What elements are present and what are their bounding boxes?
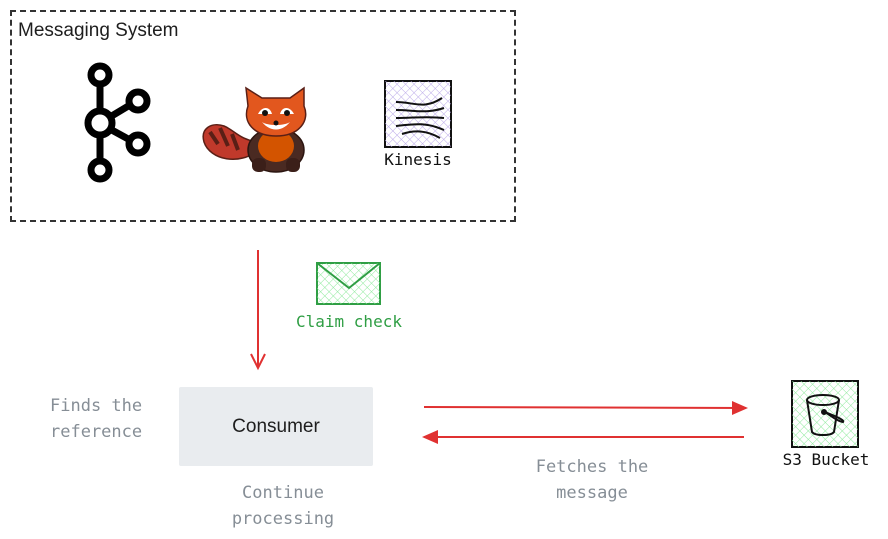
finds-reference-line-1: Finds the <box>50 396 143 416</box>
kinesis-icon <box>384 80 452 148</box>
s3-bucket-label: S3 Bucket <box>782 450 870 469</box>
continue-processing-line-1: Continue <box>242 483 324 503</box>
messaging-system-group <box>10 10 516 222</box>
finds-reference-line-2: reference <box>50 422 143 442</box>
kinesis-label: Kinesis <box>384 150 452 169</box>
finds-reference-note: Finds the reference <box>50 393 150 445</box>
continue-processing-line-2: processing <box>231 509 335 529</box>
claim-check-label: Claim check <box>296 312 402 331</box>
response-arrow <box>422 430 744 444</box>
consumer-label: Consumer <box>232 415 320 437</box>
claim-check-arrow <box>250 250 266 371</box>
kafka-logo-icon <box>84 62 151 183</box>
fetches-message-line-1: Fetches the <box>535 457 649 477</box>
s3-bucket-icon <box>791 380 859 448</box>
redpanda-mascot-icon <box>202 86 307 173</box>
fetches-message-line-2: message <box>556 483 628 503</box>
envelope-icon <box>316 262 381 305</box>
continue-processing-note: Continue processing <box>228 480 338 532</box>
request-arrow <box>423 401 748 415</box>
consumer-box: Consumer <box>179 387 373 466</box>
fetches-message-note: Fetches the message <box>530 454 654 506</box>
group-title: Messaging System <box>18 20 179 41</box>
